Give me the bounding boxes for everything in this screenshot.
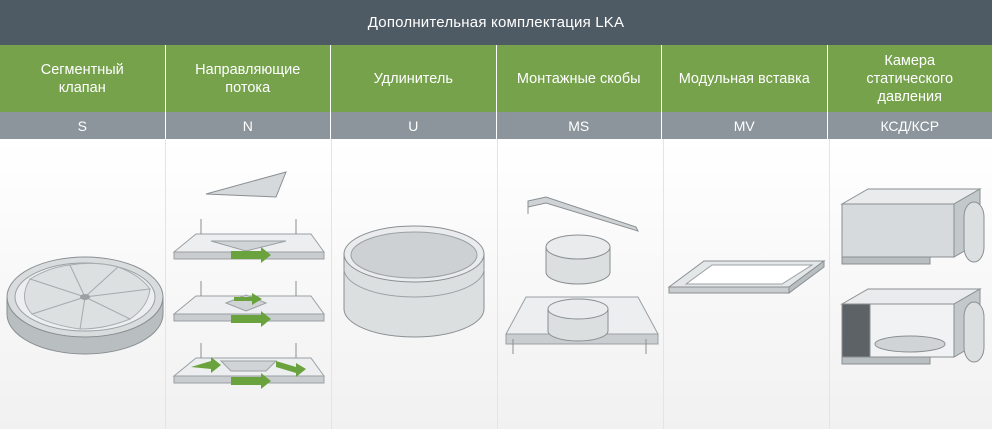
- codes-row: S N U MS MV КСД/КСР: [0, 112, 992, 139]
- names-row: Сегментный клапан Направляющие потока Уд…: [0, 45, 992, 112]
- code-ms: MS: [497, 112, 662, 139]
- code-ksd-ksr: КСД/КСР: [880, 117, 940, 134]
- name-segment-valve: Сегментный клапан: [0, 45, 166, 112]
- code-s: S: [0, 112, 166, 139]
- image-segment-valve: [0, 139, 166, 429]
- code-n: N: [166, 112, 331, 139]
- extension-illustration: [343, 225, 485, 338]
- image-flow-guides: [166, 139, 332, 429]
- code-u: U: [331, 112, 497, 139]
- flow-guides-illustration: [172, 171, 325, 389]
- name-pressure-chamber: Камера статического давления: [866, 52, 954, 105]
- table-title: Дополнительная комплектация LKA: [0, 0, 992, 45]
- name-modular-insert: Модульная вставка: [662, 45, 828, 112]
- name-extension: Удлинитель: [331, 45, 497, 112]
- modular-insert-illustration: [667, 260, 826, 294]
- image-mounting-brackets: [498, 139, 664, 429]
- name-flow-guides: Направляющие потока: [166, 45, 331, 112]
- mounting-brackets-illustration: [505, 196, 659, 354]
- image-modular-insert: [664, 139, 830, 429]
- segment-valve-illustration: [6, 256, 164, 355]
- images-row: [0, 139, 992, 429]
- image-pressure-chamber: [830, 139, 992, 429]
- pressure-chamber-illustration: [840, 188, 985, 365]
- image-extension: [332, 139, 498, 429]
- name-mounting-brackets: Монтажные скобы: [497, 45, 662, 112]
- code-mv: MV: [662, 112, 828, 139]
